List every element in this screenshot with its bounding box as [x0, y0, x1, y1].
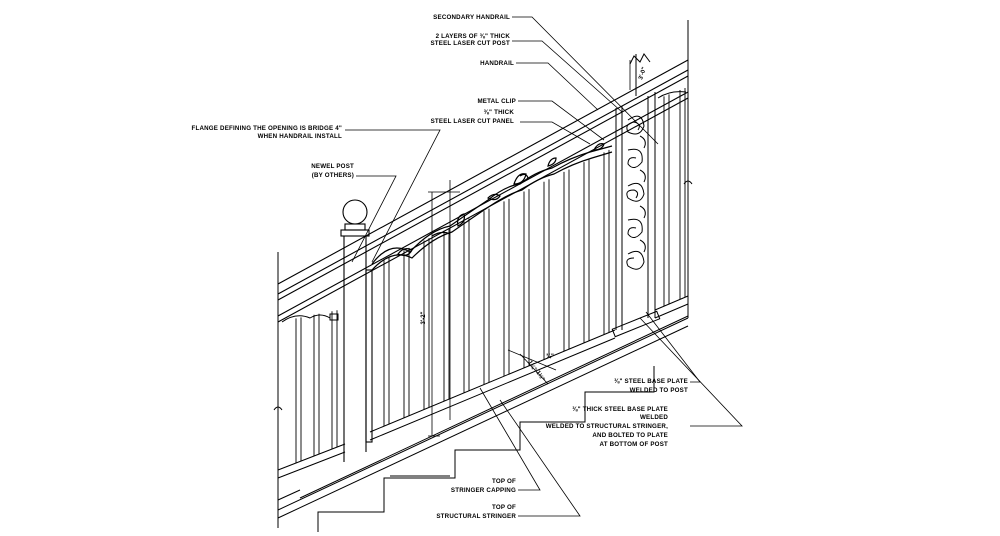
side-rail-fragments	[281, 91, 687, 323]
label-top-structural-2: STRUCTURAL STRINGER	[436, 513, 516, 520]
balusters-right	[663, 88, 686, 307]
panel-top-decoration	[371, 143, 613, 271]
label-laser-post-2: STEEL LASER CUT POST	[430, 40, 510, 47]
label-top-structural-1: TOP OF	[492, 504, 516, 511]
dim-post-height: 3'-0"	[638, 66, 648, 80]
stringer-lines	[277, 315, 689, 532]
dim-gap-b: 1½"	[534, 369, 546, 382]
balusters-left	[295, 310, 338, 463]
newel-post	[340, 199, 373, 462]
label-top-capping-2: STRINGER CAPPING	[451, 487, 516, 494]
bottom-rail	[277, 295, 689, 479]
callout-labels: SECONDARY HANDRAIL 2 LAYERS OF ⅜" THICK …	[191, 14, 688, 520]
label-base-plate-b-3: WELDED TO STRUCTURAL STRINGER,	[546, 423, 668, 430]
label-newel-1: NEWEL POST	[311, 163, 354, 170]
label-laser-post-1: 2 LAYERS OF ⅜" THICK	[436, 33, 511, 40]
laser-cut-post	[611, 53, 661, 338]
label-flange-1: FLANGE DEFINING THE OPENING IS BRIDGE 4"	[191, 125, 342, 132]
label-panel-2: STEEL LASER CUT PANEL	[431, 118, 514, 125]
label-base-plate-b-1: ⅜" THICK STEEL BASE PLATE	[572, 406, 668, 413]
label-base-plate-b-2: WELDED	[640, 414, 668, 421]
label-base-plate-b-4: AND BOLTED TO PLATE	[592, 432, 668, 439]
label-base-plate-1: ⅜" STEEL BASE PLATE	[614, 378, 688, 385]
handrail	[277, 59, 689, 323]
label-newel-2: (BY OTHERS)	[312, 172, 354, 179]
dim-gap-c: ¾"	[546, 353, 554, 360]
dimension-lines	[428, 60, 631, 437]
dim-gap-a: 1¼"	[526, 359, 538, 372]
break-lines	[273, 20, 693, 528]
label-base-plate-b-5: AT BOTTOM OF POST	[600, 441, 668, 448]
dim-rail-height: 3'-2"	[421, 311, 427, 324]
balusters-main	[383, 149, 610, 427]
label-panel-1: ⅜" THICK	[484, 109, 515, 116]
label-flange-2: WHEN HANDRAIL INSTALL	[258, 133, 342, 140]
label-handrail: HANDRAIL	[480, 60, 514, 67]
label-base-plate-2: WELDED TO POST	[630, 387, 688, 394]
label-secondary-handrail: SECONDARY HANDRAIL	[433, 14, 510, 21]
label-metal-clip: METAL CLIP	[477, 98, 516, 105]
label-top-capping-1: TOP OF	[492, 478, 516, 485]
leader-lines	[345, 16, 743, 517]
